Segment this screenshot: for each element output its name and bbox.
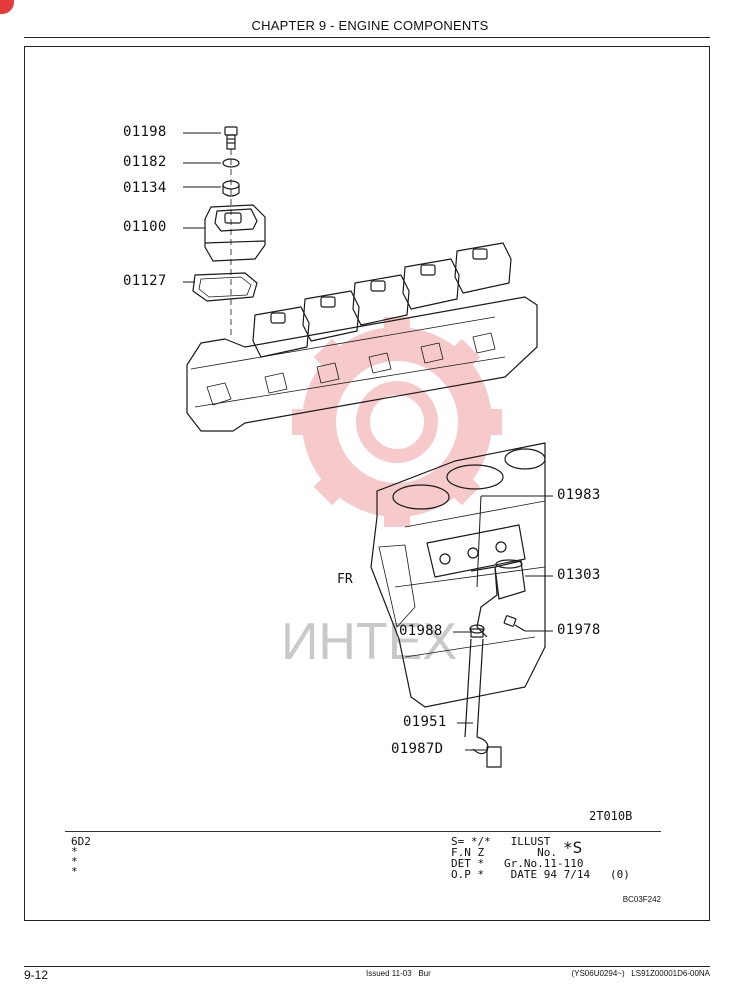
det-field: DET * [451, 857, 485, 870]
callout-01182: 01182 [123, 154, 167, 170]
breather-gasket-01983 [426, 524, 526, 578]
callout-01303: 01303 [557, 567, 601, 583]
callout-01983: 01983 [557, 487, 601, 503]
bc-code: BC03F242 [622, 895, 661, 904]
cylinder-head [186, 296, 538, 432]
asterisk-row: * [71, 865, 78, 878]
rocker-cover-01100 [204, 204, 266, 262]
callout-01978: 01978 [557, 622, 601, 638]
model-block: 6D2 * * * [71, 835, 91, 878]
callout-01134: 01134 [123, 180, 167, 196]
asterisk-row: * [71, 845, 78, 858]
callout-01127: 01127 [123, 273, 167, 289]
issued-info: Issued 11-03 Bur [366, 969, 431, 978]
engine-block [370, 442, 546, 708]
callout-01100: 01100 [123, 219, 167, 235]
watermark-text: ИНТЕХ [281, 613, 457, 671]
hose-01951 [464, 638, 484, 738]
clamp-01987D [472, 736, 502, 768]
footer-divider [24, 966, 710, 967]
model-code: 6D2 [71, 835, 91, 848]
revision: (0) [609, 868, 630, 881]
illustration-code: 2T010B [589, 809, 633, 823]
callout-01951: 01951 [403, 714, 447, 730]
exploded-parts-diagram: ИНТЕХ [183, 126, 553, 768]
gasket-01127 [192, 272, 258, 302]
direction-label: FR [337, 572, 353, 587]
page-title: CHAPTER 9 - ENGINE COMPONENTS [251, 18, 489, 33]
no-label: No. [537, 846, 557, 859]
document-reference: (YS06U0294~) LS91Z00001D6-00NA [571, 969, 710, 978]
corner-badge [0, 0, 14, 14]
s-field: S= */* [451, 835, 491, 848]
bolt-01198 [224, 126, 238, 150]
header-divider [24, 37, 710, 38]
info-divider [65, 831, 661, 832]
callout-01987D: 01987D [391, 741, 444, 757]
illust-number: *S [563, 838, 583, 857]
diagram-frame: ИНТЕХ [24, 46, 710, 921]
callout-01198: 01198 [123, 124, 167, 140]
parts-info-block: S= */* ILLUST F.N Z No. DET * Gr.No.11-1… [451, 836, 630, 880]
group-number: Gr.No.11-110 [504, 857, 584, 870]
op-field: O.P * [451, 868, 485, 881]
illust-label: ILLUST [510, 835, 551, 848]
callout-01988: 01988 [399, 623, 443, 639]
bolt-01978 [503, 615, 526, 632]
date-field: DATE 94 7/14 [510, 868, 591, 881]
head-covers [206, 242, 512, 406]
clip-01988 [469, 624, 485, 638]
fnz-field: F.N Z [451, 846, 485, 859]
watermark-gear [292, 317, 502, 527]
asterisk-row: * [71, 855, 78, 868]
page-number: 9-12 [24, 968, 49, 982]
